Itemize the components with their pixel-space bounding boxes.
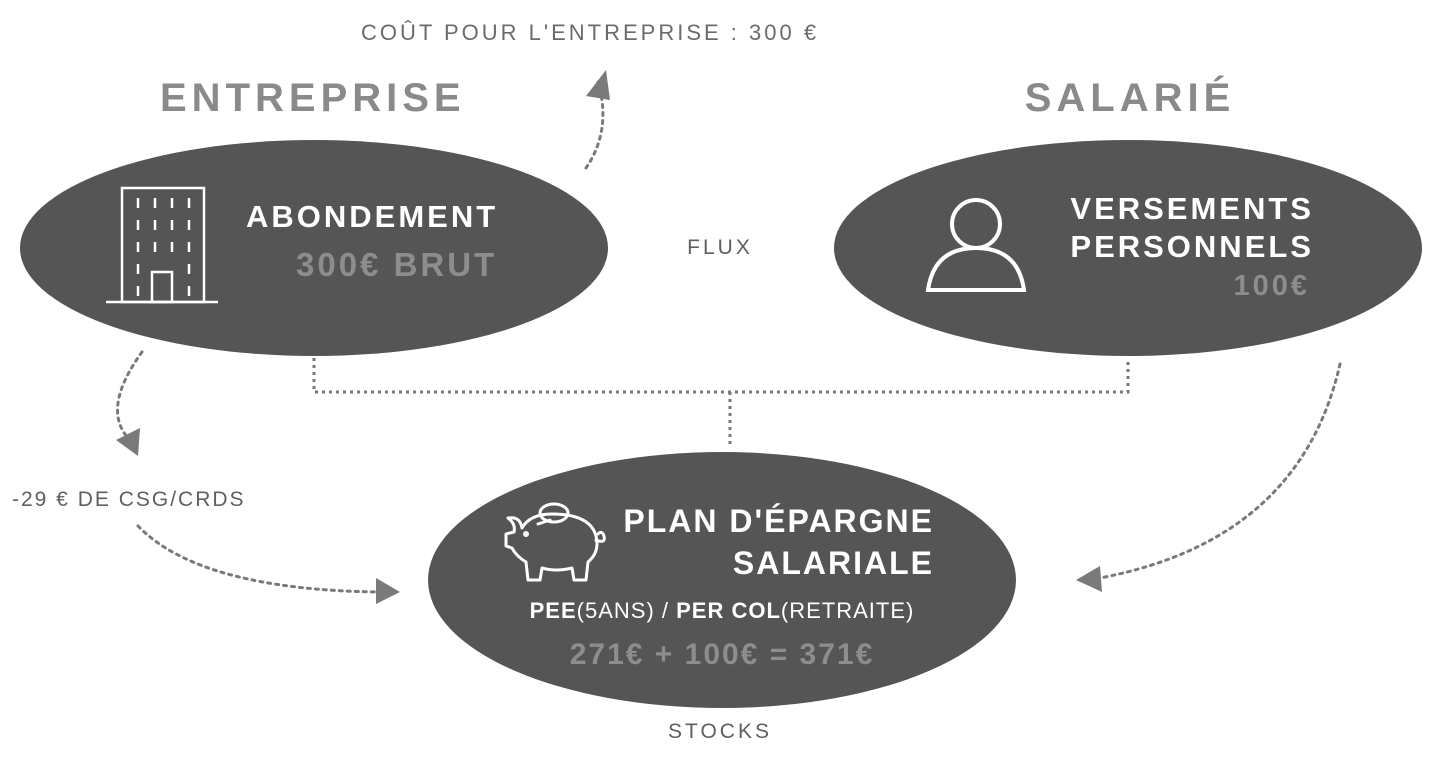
plan-title: PLAN D'ÉPARGNE SALARIALE [600,500,934,584]
versements-amount: 100€ [1233,270,1310,302]
csg-to-plan-arrowhead [376,578,400,604]
csg-to-plan-arrow [136,524,382,594]
versements-title: VERSEMENTS PERSONNELS [1010,190,1314,266]
entreprise-heading: ENTREPRISE [160,76,466,120]
plan-calculation: 271€ + 100€ = 371€ [569,638,875,671]
cost-arrowhead [586,70,610,100]
office-building-icon [106,186,218,304]
cost-label: COÛT POUR L'ENTREPRISE : 300 € [360,20,820,45]
versements-to-plan-arrow [1098,362,1342,580]
versements-ellipse [834,140,1422,356]
stocks-label: STOCKS [668,720,772,743]
pee-detail: (5ANS) [576,598,655,623]
salarie-heading: SALARIÉ [1024,76,1236,120]
csg-arrowhead [116,428,140,456]
abondement-title: ABONDEMENT [246,199,499,234]
piggy-bank-icon [504,502,606,582]
person-icon [925,198,1027,292]
plan-subtitle: PEE(5ANS) / PER COL(RETRAITE) [440,598,1004,624]
plan-title-line2: SALARIALE [732,545,934,581]
versements-title-line2: PERSONNELS [1070,229,1314,264]
versements-title-line1: VERSEMENTS [1070,191,1314,226]
plan-title-line1: PLAN D'ÉPARGNE [623,503,934,539]
csg-label: -29 € DE CSG/CRDS [12,488,246,511]
per-label: PER COL [676,598,781,623]
flux-label: FLUX [687,236,753,259]
versements-to-plan-arrowhead [1076,566,1102,592]
abondement-amount: 300€ BRUT [296,246,498,283]
flux-connector [312,358,1130,448]
pee-label: PEE [529,598,577,623]
csg-arrow [116,350,144,442]
plan-sub-separator: / [654,598,677,623]
per-detail: (RETRAITE) [780,598,915,623]
